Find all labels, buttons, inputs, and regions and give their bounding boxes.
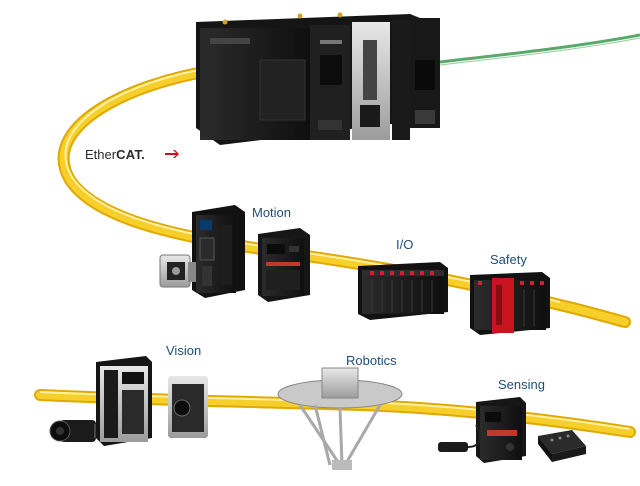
logo-suffix: CAT. [116,147,146,162]
sensor-head-icon [438,424,481,452]
label-sensing: Sensing [498,377,545,392]
label-motion: Motion [252,205,292,220]
sensor-amplifier-icon [538,430,586,462]
servo-drive-icon [192,205,245,298]
controller-icon [196,12,440,145]
camera-icon [49,420,104,442]
vision-controller-icon [96,356,152,446]
safety-module-icon [470,272,550,335]
label-safety: Safety [490,252,527,267]
smart-camera-icon [168,376,208,438]
sensor-controller-icon [476,397,526,463]
label-robotics: Robotics [346,353,397,368]
label-vision: Vision [166,343,202,358]
motor-icon [159,254,196,288]
label-io: I/O [396,237,414,252]
ethercat-logo: EtherCAT. [85,147,179,162]
io-module-icon [358,262,448,320]
logo-prefix: Ether [85,147,117,162]
arrow-icon [165,150,179,158]
green-cable [439,33,640,64]
inverter-icon [258,228,310,302]
delta-robot-icon [277,367,403,470]
